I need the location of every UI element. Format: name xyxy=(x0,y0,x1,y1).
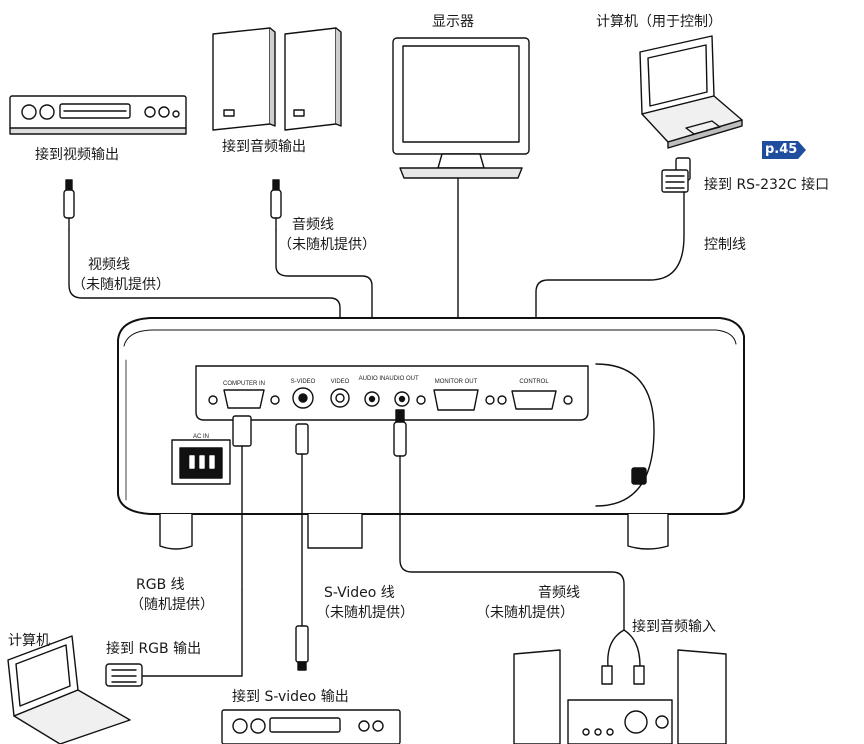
audio-input-label: 接到音频输入 xyxy=(632,619,716,635)
svideo-cable-label: S-Video 线 xyxy=(324,585,395,601)
port-label-s-video: S-VIDEO xyxy=(291,379,316,385)
computer-label: 计算机 xyxy=(8,633,50,649)
rs232-connector-icon xyxy=(661,157,691,193)
control-computer-label: 计算机（用于控制） xyxy=(596,14,722,30)
page-ref-box xyxy=(762,141,798,159)
rgb-cable xyxy=(105,415,252,687)
monitor-label: 显示器 xyxy=(432,14,474,30)
svideo-cable xyxy=(295,423,309,671)
rs232-label: 接到 RS-232C 接口 xyxy=(704,177,830,193)
amp-speakers-icon xyxy=(513,649,727,744)
page-ref-badge[interactable]: p.45 xyxy=(762,141,808,159)
audio-in-cable-label: 音频线 xyxy=(292,217,334,233)
audio-in-cable-note: （未随机提供） xyxy=(278,237,376,253)
port-label-audio-in: AUDIO IN xyxy=(359,376,386,382)
projector-icon xyxy=(117,317,745,550)
port-label-control: CONTROL xyxy=(519,379,549,385)
monitor-icon xyxy=(392,37,530,179)
speakers-top-icon xyxy=(212,27,342,131)
svideo-output-label: 接到 S-video 输出 xyxy=(232,689,349,705)
video-cable-label: 视频线 xyxy=(88,257,130,273)
port-label-video: VIDEO xyxy=(331,379,350,385)
port-label-ac-in: AC IN xyxy=(193,434,209,440)
control-cable-label: 控制线 xyxy=(704,237,746,253)
video-cable-note: （未随机提供） xyxy=(72,277,170,293)
rgb-cable-label: RGB 线 xyxy=(136,577,185,593)
page-ref-text: p.45 xyxy=(765,142,798,157)
rgb-cable-note: （随机提供） xyxy=(130,597,214,613)
audio-out-cable xyxy=(393,409,645,685)
laptop-top-icon xyxy=(639,35,743,149)
vcr-top-icon xyxy=(9,95,187,135)
audio-out-cable-note: （未随机提供） xyxy=(476,605,574,621)
port-label-audio-out: AUDIO OUT xyxy=(385,376,419,382)
vcr-label: 接到视频输出 xyxy=(35,147,119,163)
port-label-monitor-out: MONITOR OUT xyxy=(435,379,478,385)
rgb-output-label: 接到 RGB 输出 xyxy=(106,641,202,657)
vcr-bottom-icon xyxy=(221,709,401,744)
page-ref-arrow-icon xyxy=(798,141,806,159)
laptop-bottom-icon xyxy=(7,635,131,744)
speakers-label: 接到音频输出 xyxy=(222,139,306,155)
audio-out-cable-label: 音频线 xyxy=(538,585,580,601)
port-label-computer-in: COMPUTER IN xyxy=(223,381,265,387)
svideo-cable-note: （未随机提供） xyxy=(316,605,414,621)
